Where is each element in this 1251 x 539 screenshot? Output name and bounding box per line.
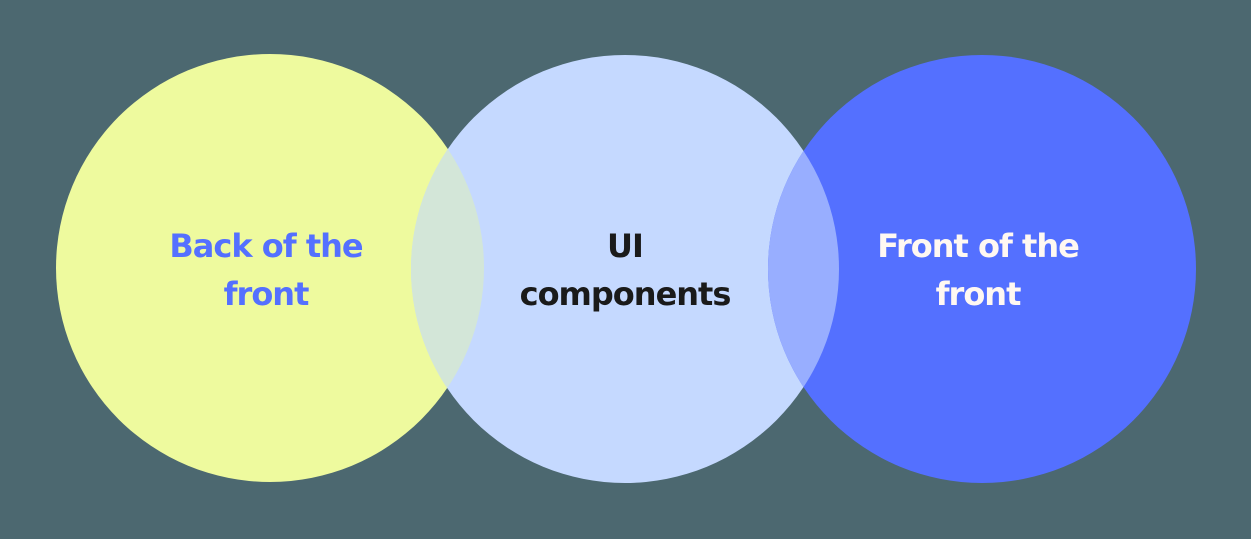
venn-circle-front-of-the-front (768, 55, 1196, 483)
label-line-2: front (223, 275, 310, 313)
label-line-2: front (935, 275, 1022, 313)
label-back-of-the-front: Back of the front (116, 222, 416, 318)
label-line-2: components (519, 275, 732, 313)
label-front-of-the-front: Front of the front (828, 222, 1128, 318)
label-ui-components: UI components (475, 222, 775, 318)
label-line-1: Back of the (169, 227, 363, 265)
label-line-1: UI (607, 227, 644, 265)
label-line-1: Front of the (877, 227, 1080, 265)
